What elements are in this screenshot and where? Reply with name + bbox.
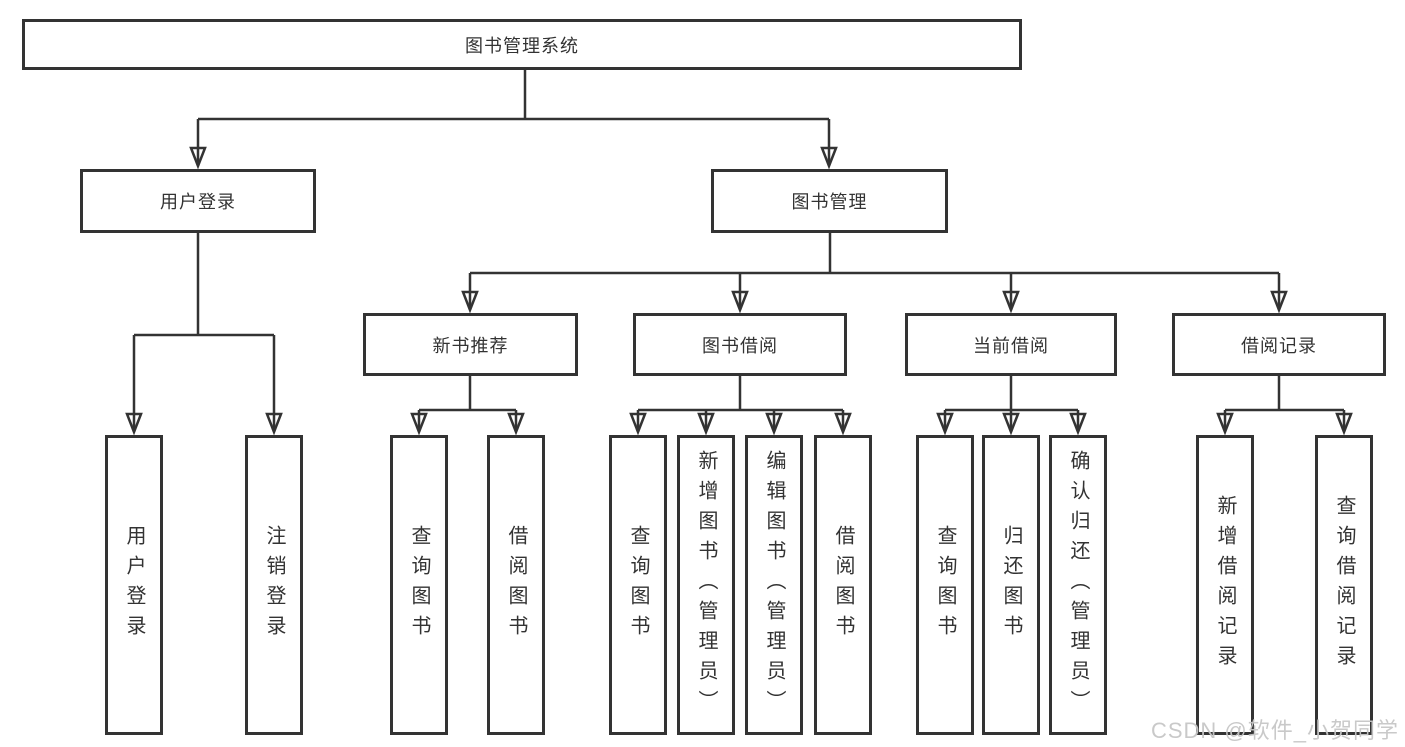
node-leaf-add-borrow-record-label: 新增借阅记录 [1214, 495, 1236, 675]
node-leaf-query-books-1: 查询图书 [390, 435, 448, 735]
node-branch-user-login: 用户登录 [80, 169, 316, 233]
node-leaf-confirm-return-admin: 确认归还（管理员） [1049, 435, 1107, 735]
node-leaf-add-book-admin: 新增图书（管理员） [677, 435, 735, 735]
node-leaf-borrow-books-2-label: 借阅图书 [832, 525, 854, 645]
node-section-borrow-records-label: 借阅记录 [1241, 335, 1317, 356]
node-leaf-edit-book-admin-label: 编辑图书（管理员） [763, 450, 785, 720]
node-root-system: 图书管理系统 [22, 19, 1022, 70]
csdn-watermark: CSDN @软件_小贺同学 [1150, 718, 1399, 743]
node-leaf-query-books-3-label: 查询图书 [934, 525, 956, 645]
node-leaf-add-book-admin-label: 新增图书（管理员） [695, 450, 717, 720]
node-root-system-label: 图书管理系统 [465, 35, 579, 56]
node-section-current-borrow: 当前借阅 [905, 313, 1117, 376]
node-leaf-borrow-books-1-label: 借阅图书 [505, 525, 527, 645]
node-leaf-borrow-books-1: 借阅图书 [487, 435, 545, 735]
node-leaf-logout-label: 注销登录 [263, 525, 285, 645]
node-leaf-borrow-books-2: 借阅图书 [814, 435, 872, 735]
node-leaf-query-books-2-label: 查询图书 [627, 525, 649, 645]
node-branch-user-login-label: 用户登录 [160, 192, 236, 212]
node-leaf-query-borrow-record-label: 查询借阅记录 [1333, 495, 1355, 675]
node-section-new-books-label: 新书推荐 [432, 335, 509, 356]
node-section-new-books: 新书推荐 [363, 313, 578, 376]
node-leaf-return-book: 归还图书 [982, 435, 1040, 735]
node-leaf-return-book-label: 归还图书 [1000, 525, 1022, 645]
node-section-current-borrow-label: 当前借阅 [973, 335, 1049, 356]
node-leaf-query-books-3: 查询图书 [916, 435, 974, 735]
node-leaf-add-borrow-record: 新增借阅记录 [1196, 435, 1254, 735]
node-leaf-query-books-2: 查询图书 [609, 435, 667, 735]
node-section-book-borrow-label: 图书借阅 [702, 335, 778, 356]
node-leaf-edit-book-admin: 编辑图书（管理员） [745, 435, 803, 735]
node-leaf-confirm-return-admin-label: 确认归还（管理员） [1067, 450, 1089, 720]
node-leaf-logout: 注销登录 [245, 435, 303, 735]
node-leaf-query-borrow-record: 查询借阅记录 [1315, 435, 1373, 735]
node-leaf-user-login-label: 用户登录 [123, 525, 145, 645]
node-branch-book-mgmt: 图书管理 [711, 169, 948, 233]
node-leaf-user-login: 用户登录 [105, 435, 163, 735]
node-section-book-borrow: 图书借阅 [633, 313, 847, 376]
node-branch-book-mgmt-label: 图书管理 [791, 192, 868, 212]
node-leaf-query-books-1-label: 查询图书 [408, 525, 430, 645]
node-section-borrow-records: 借阅记录 [1172, 313, 1386, 376]
